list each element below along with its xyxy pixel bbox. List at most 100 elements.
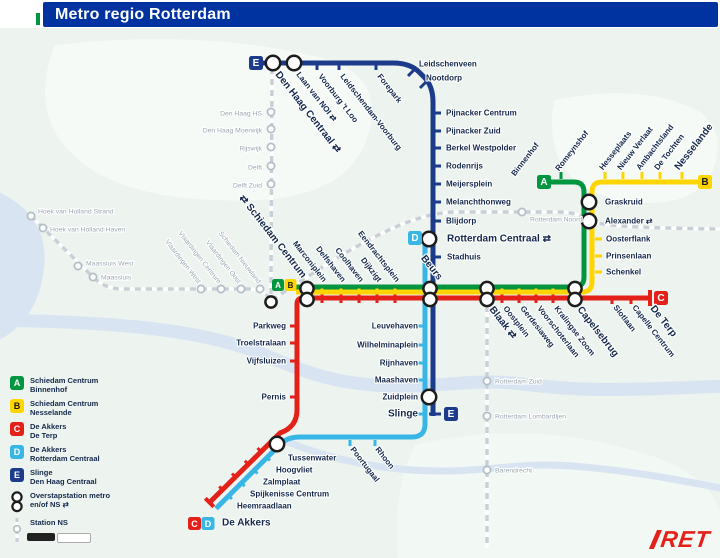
interchange-station: [580, 193, 598, 211]
interchange-station: [420, 230, 438, 248]
ns-station-label: Hoek van Holland Haven: [50, 227, 125, 234]
line-badge-A: [537, 175, 551, 189]
line-badge-E: [249, 56, 263, 70]
ns-station-label: Delft Zuid: [233, 183, 262, 190]
ns-rail-line: [29, 214, 271, 299]
station-tick: [265, 455, 272, 462]
station-label: Rijnhaven: [380, 359, 418, 368]
station-tick: [406, 68, 416, 78]
interchange-station: [268, 435, 286, 453]
station-label: Rotterdam Centraal ⇄: [447, 234, 552, 245]
line-badge-letter: D: [205, 519, 212, 529]
metro-line-E: [263, 60, 436, 416]
ns-station-symbol-icon: [10, 518, 24, 542]
water-river: [0, 313, 720, 397]
station-label: Maashaven: [375, 376, 418, 385]
ns-station-label: Rotterdam Lombardijen: [495, 414, 566, 421]
line-badge-e: E: [10, 468, 24, 482]
terrain-shape: [45, 39, 373, 201]
station-label: Pernis: [262, 393, 287, 402]
station-label: Zuidplein: [382, 393, 418, 402]
ns-station-label: Rijswijk: [239, 146, 262, 153]
station-label: Pijnacker Centrum: [446, 109, 517, 118]
ns-station: [38, 223, 48, 233]
line-badge-d: D: [10, 445, 24, 459]
interchange-station: [264, 54, 282, 72]
ns-station: [236, 284, 246, 294]
station-label: Heemraadlaan: [237, 502, 292, 511]
publisher-logo-mark: [27, 533, 55, 541]
ns-station: [266, 124, 276, 134]
ret-logo-text: RET: [659, 526, 712, 552]
line-badge-letter: E: [448, 409, 455, 420]
station-label: Stadhuis: [447, 253, 481, 262]
interchange-station: [580, 212, 598, 230]
line-badge-letter: E: [253, 58, 260, 69]
line-badge-letter: A: [540, 177, 547, 188]
station-label: Alexander ⇄: [605, 217, 653, 226]
station-tick: [218, 485, 224, 491]
ns-station-label: Maassluis: [101, 275, 132, 282]
line-badge-b: B: [10, 399, 24, 413]
station-label: Wilhelminaplein: [357, 341, 418, 350]
station-label: Vijfsluizen: [247, 357, 287, 366]
station-label: Meijersplein: [446, 180, 492, 189]
line-badge-letter: D: [411, 233, 418, 244]
ns-station: [26, 211, 36, 221]
interchange-station: [285, 54, 303, 72]
header-bar: Metro regio Rotterdam: [43, 2, 718, 27]
station-label: Slinge: [388, 409, 418, 420]
publisher-logo: [27, 533, 91, 543]
page-title: Metro regio Rotterdam: [55, 5, 231, 23]
ns-station: [266, 107, 276, 117]
ns-station: [266, 179, 276, 189]
line-badge-letter: B: [701, 177, 708, 188]
ns-station: [266, 142, 276, 152]
station-tick: [243, 459, 250, 466]
ns-station-label: Delft: [248, 165, 262, 172]
publisher-logo-mark-2: [57, 533, 91, 543]
station-label: Prinsenlaan: [606, 252, 651, 261]
legend-label: Station NS: [30, 518, 68, 527]
line-badge-letter: B: [288, 281, 294, 290]
ns-station: [216, 284, 226, 294]
water-river: [284, 438, 720, 492]
metro-line-B: [296, 179, 699, 295]
terrain-shape: [551, 93, 718, 203]
station-tick: [227, 494, 233, 501]
interchange-station: [479, 291, 495, 308]
station-label: Oosterflank: [606, 235, 651, 244]
station-label: Leidschenveen: [419, 60, 477, 69]
interchange-station: [422, 291, 438, 308]
ns-station-label: Barendrecht: [495, 468, 532, 475]
ns-station: [196, 284, 206, 294]
station-label: De Akkers: [222, 518, 271, 529]
station-label: Graskruid: [605, 198, 643, 207]
ns-station-label: Rotterdam Zuid: [495, 379, 542, 386]
interchange-symbol-icon: [10, 491, 24, 513]
ns-station: [482, 411, 492, 421]
interchange-station: [567, 291, 583, 308]
line-badge-D: [201, 517, 215, 530]
line-badge-letter: A: [275, 281, 281, 290]
line-badge-E: [444, 407, 458, 421]
station-label: Tussenwater: [288, 454, 336, 463]
line-badge-D: [408, 231, 422, 245]
station-tick: [252, 468, 259, 475]
station-label: Spijkenisse Centrum: [250, 490, 329, 499]
station-tick: [256, 446, 263, 453]
line-badge-B: [698, 175, 712, 189]
line-badge-C: [188, 517, 201, 530]
station-label: Melanchthonweg: [446, 198, 511, 207]
station-label: Nootdorp: [426, 74, 462, 83]
